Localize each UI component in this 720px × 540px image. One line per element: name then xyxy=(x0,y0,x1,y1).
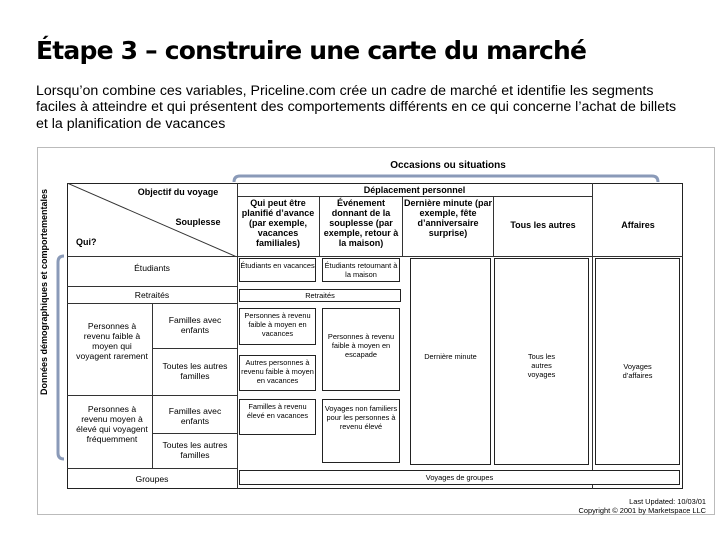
segment-retraites: Retraités xyxy=(239,289,401,302)
corner-diagonal xyxy=(67,183,237,257)
row-familles-enfants-2: Familles avec enfants xyxy=(168,406,222,426)
footer-updated: Last Updated: 10/03/01 xyxy=(629,497,706,506)
deplacement-personnel-header: Déplacement personnel xyxy=(363,185,466,195)
segment-voyages-non-familiers: Voyages non familiers pour les personnes… xyxy=(322,399,400,463)
col-header-affaires: Affaires xyxy=(621,220,655,230)
occasions-label: Occasions ou situations xyxy=(390,160,506,171)
corner-souplesse: Souplesse xyxy=(175,217,221,227)
row-groupes: Groupes xyxy=(135,474,169,484)
segment-voyages-affaires: Voyages d’affaires xyxy=(595,258,680,465)
segment-autres-faible: Autres personnes à revenu faible à moyen… xyxy=(239,355,316,391)
segment-revenu-faible-escapade: Personnes à revenu faible à moyen en esc… xyxy=(322,308,400,391)
corner-objectif: Objectif du voyage xyxy=(137,187,219,197)
footer-copyright: Copyright © 2001 by Marketspace LLC xyxy=(578,506,706,515)
brackets xyxy=(56,174,660,461)
segment-voyages-groupes: Voyages de groupes xyxy=(239,470,680,485)
col-header-evenement: Événement donnant de la souplesse (par e… xyxy=(323,198,399,248)
page-title: Étape 3 – construire une carte du marché xyxy=(36,36,587,65)
row-autres-familles: Toutes les autres familles xyxy=(162,361,228,381)
row-revenu-eleve: Personnes à revenu moyen à élevé qui voy… xyxy=(76,404,148,444)
segment-derniere-minute: Dernière minute xyxy=(410,258,491,465)
demographics-label: Données démographiques et comportemental… xyxy=(39,188,49,395)
segment-etudiants-vacances: Étudiants en vacances xyxy=(239,258,316,282)
row-familles-enfants: Familles avec enfants xyxy=(168,315,222,335)
segment-familles-eleve: Familles à revenu élevé en vacances xyxy=(239,399,316,435)
segment-tous-autres-voyages: Tous les autres voyages xyxy=(494,258,589,465)
row-revenu-faible: Personnes à revenu faible à moyen qui vo… xyxy=(76,321,148,361)
row-retraites: Retraités xyxy=(134,290,170,300)
page-subtitle: Lorsqu’on combine ces variables, Priceli… xyxy=(36,83,677,132)
row-autres-familles-2: Toutes les autres familles xyxy=(162,440,228,460)
table-frame xyxy=(67,183,683,489)
market-map-figure: Occasions ou situations Données démograp… xyxy=(37,147,715,515)
col-header-derniere-minute: Dernière minute (par exemple, fête d’ann… xyxy=(403,198,493,238)
col-header-planifie: Qui peut être planifié d’avance (par exe… xyxy=(241,198,315,248)
segment-familles-faible: Personnes à revenu faible à moyen en vac… xyxy=(239,308,316,345)
corner-qui: Qui? xyxy=(76,237,97,247)
col-header-tous-autres: Tous les autres xyxy=(510,220,576,230)
row-etudiants: Étudiants xyxy=(134,263,170,273)
segment-etudiants-retour: Étudiants retournant à la maison xyxy=(322,258,400,282)
